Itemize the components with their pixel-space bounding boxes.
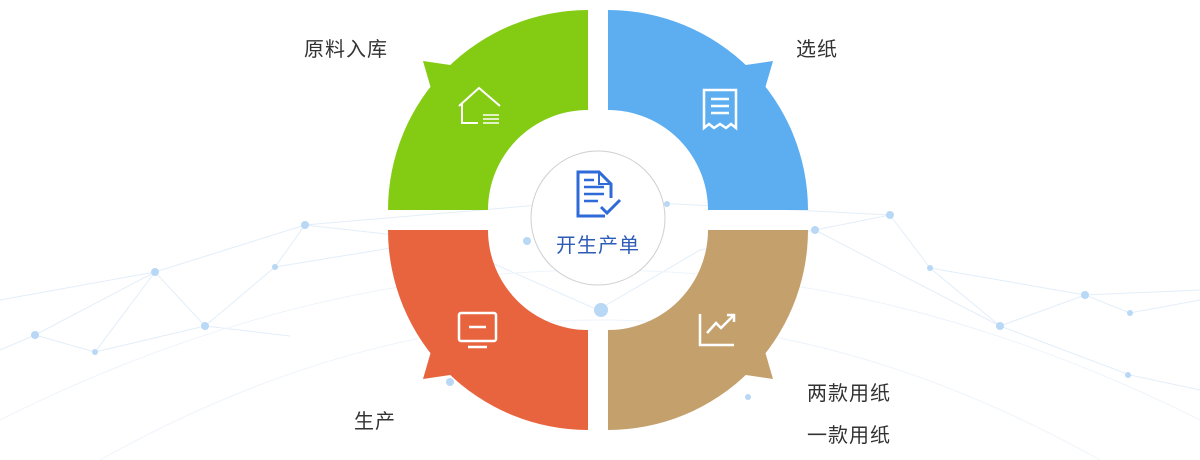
document-check-icon <box>576 170 622 218</box>
label-one-paper: 一款用纸 <box>807 423 891 447</box>
monitor-icon <box>457 311 498 349</box>
label-two-paper: 两款用纸 <box>807 381 891 405</box>
receipt-icon <box>702 88 738 131</box>
warehouse-icon <box>458 86 501 124</box>
center-label: 开生产单 <box>556 233 640 257</box>
label-production: 生产 <box>354 409 396 433</box>
label-select-paper: 选纸 <box>796 37 838 61</box>
network-dots <box>31 201 1133 400</box>
center-circle[interactable] <box>530 150 666 286</box>
label-raw-material: 原料入库 <box>304 37 388 61</box>
trend-chart-icon <box>698 313 736 347</box>
